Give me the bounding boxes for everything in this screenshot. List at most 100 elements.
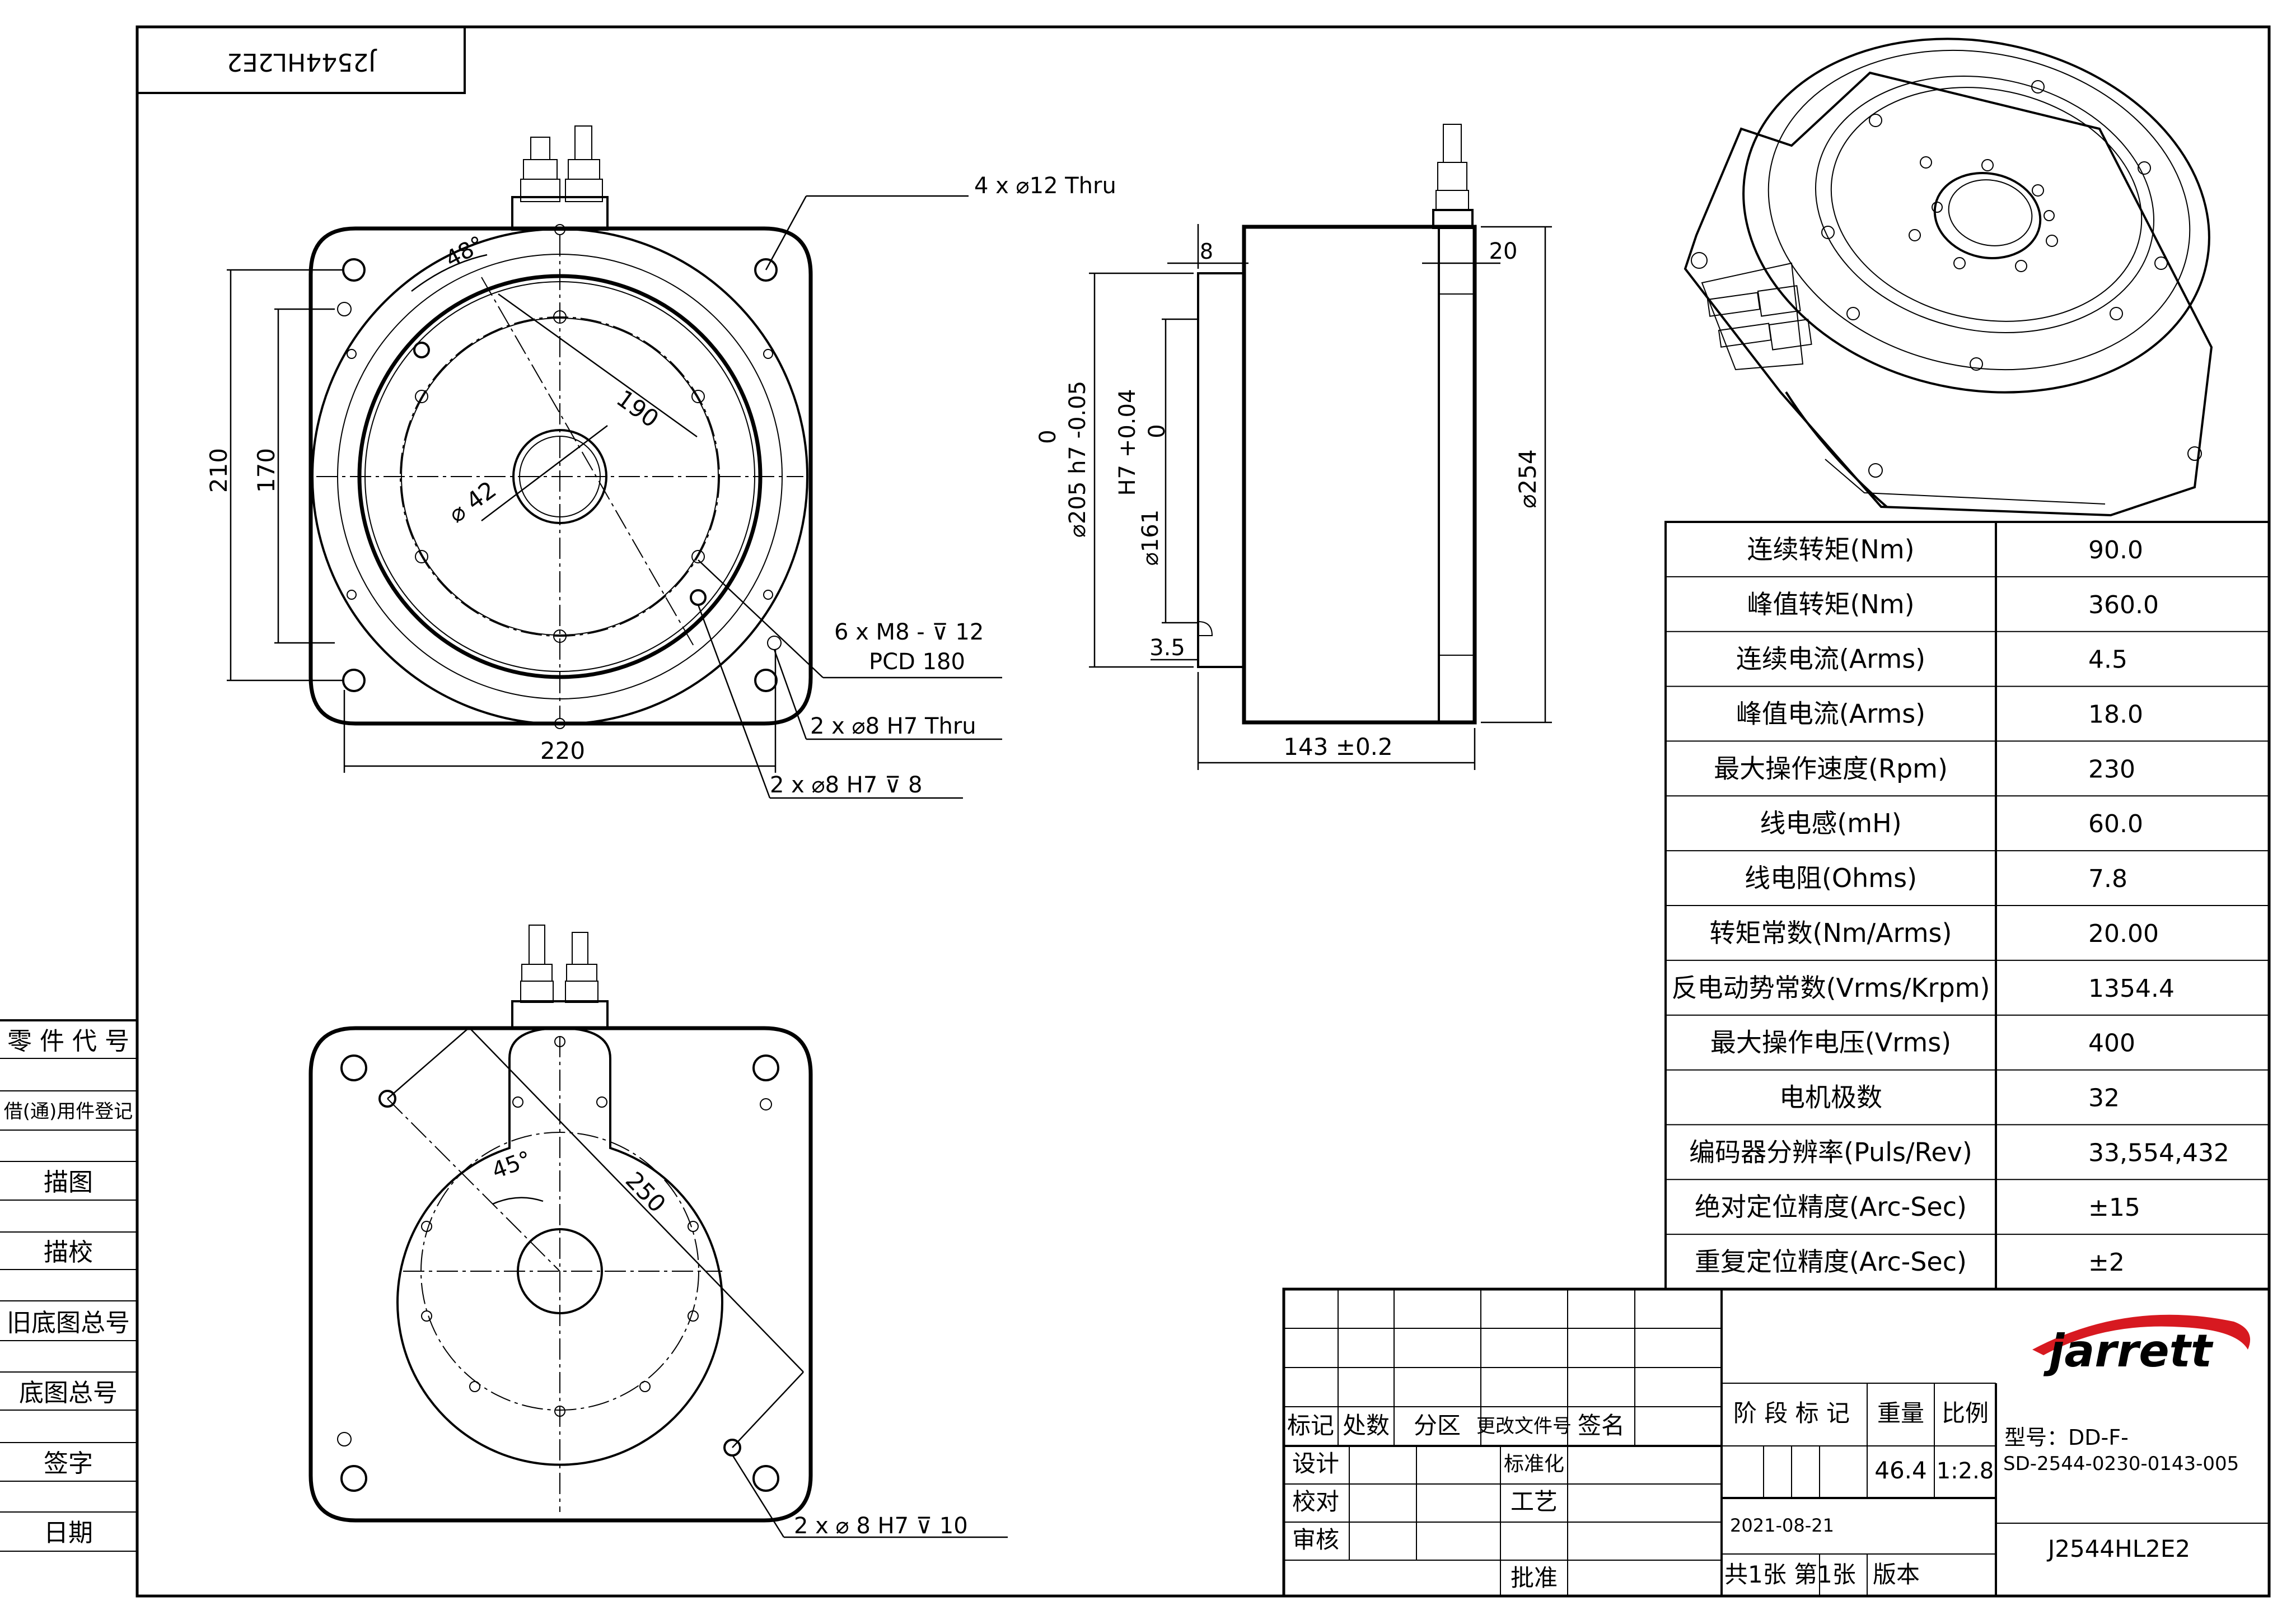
strip-borrow-register: 借(通)用件登记 <box>4 1100 133 1123</box>
tb-header-zone: 分区 <box>1414 1412 1461 1439</box>
spec-value: 1354.4 <box>2088 974 2175 1003</box>
spec-value: 90.0 <box>2088 536 2143 564</box>
dim-outer-254: ⌀254 <box>1514 449 1541 508</box>
dim-inner-tolerance-top: H7 +0.04 <box>1115 389 1140 496</box>
dim-flange-8: 8 <box>1200 239 1213 264</box>
spec-param: 编码器分辨率(Puls/Rev) <box>1689 1137 1972 1167</box>
dim-pilot-tolerance-top: 0 <box>1035 430 1061 444</box>
spec-param: 重复定位精度(Arc-Sec) <box>1695 1247 1967 1277</box>
strip-signature: 签字 <box>44 1449 93 1478</box>
brand-wordmark: jarrett <box>2043 1325 2214 1377</box>
dim-length-143: 143 ±0.2 <box>1283 733 1393 760</box>
tb-stage-label: 阶 段 标 记 <box>1733 1399 1850 1427</box>
side-flange <box>1438 226 1476 724</box>
spec-value: 18.0 <box>2088 701 2143 729</box>
dim-pcd-190: 190 <box>611 384 664 433</box>
tb-model-line1: 型号：DD-F- <box>2004 1425 2129 1450</box>
spec-value: 32 <box>2088 1084 2120 1113</box>
strip-trace-check: 描校 <box>44 1238 93 1267</box>
tb-header-signature: 签名 <box>1578 1412 1625 1439</box>
strip-base-number: 底图总号 <box>19 1379 118 1407</box>
tb-role-standardization: 标准化 <box>1504 1453 1564 1476</box>
spec-param: 最大操作电压(Vrms) <box>1710 1028 1951 1058</box>
front-flange-outline <box>308 226 813 726</box>
tb-scale-value: 1:2.8 <box>1937 1458 1994 1484</box>
tb-sheet: 共1张 第1张 <box>1724 1561 1856 1588</box>
mirrored-label: J2544HL2E2 <box>227 48 377 76</box>
spec-value: 360.0 <box>2088 591 2159 619</box>
strip-part-code: 零 件 代 号 <box>7 1027 129 1056</box>
strip-date: 日期 <box>44 1519 93 1547</box>
tb-date: 2021-08-21 <box>1730 1515 1834 1536</box>
spec-param: 转矩常数(Nm/Arms) <box>1710 918 1952 948</box>
strip-old-base-number: 旧底图总号 <box>7 1309 130 1337</box>
spec-value: ±15 <box>2088 1193 2140 1222</box>
strip-trace: 描图 <box>44 1168 93 1197</box>
dim-inner-tolerance-bottom: 0 <box>1144 424 1170 438</box>
spec-value: 33,554,432 <box>2088 1138 2229 1167</box>
callout-dowel-thru: 2 x ⌀8 H7 Thru <box>810 713 976 739</box>
callout-thru-holes: 4 x ⌀12 Thru <box>974 173 1116 199</box>
spec-value: 230 <box>2088 755 2135 783</box>
front-outer-diameter <box>311 228 808 725</box>
spec-value: ±2 <box>2088 1248 2125 1277</box>
dim-diagonal-250: 250 <box>620 1166 671 1218</box>
spec-param: 线电感(mH) <box>1760 808 1901 838</box>
tb-header-count: 处数 <box>1343 1412 1390 1439</box>
spec-param: 峰值转矩(Nm) <box>1747 589 1914 619</box>
tb-header-mark: 标记 <box>1287 1412 1334 1439</box>
tb-role-approve: 批准 <box>1511 1564 1558 1592</box>
dim-angle-rear: 45° <box>489 1146 535 1184</box>
rear-body-profile <box>396 1026 723 1466</box>
callout-dowel-depth-rear: 2 x ⌀ 8 H7 ⊽ 10 <box>794 1513 968 1539</box>
mirrored-label-box <box>136 26 466 94</box>
tb-role-process: 工艺 <box>1511 1488 1558 1515</box>
tb-role-design: 设计 <box>1292 1450 1339 1477</box>
dim-height-170: 170 <box>252 448 280 493</box>
tb-role-check: 校对 <box>1292 1488 1339 1515</box>
dim-inner-161: ⌀161 <box>1138 510 1163 566</box>
callout-pcd: PCD 180 <box>869 649 965 675</box>
rear-view <box>308 925 1008 1538</box>
tb-weight-value: 46.4 <box>1874 1457 1927 1484</box>
spec-param: 反电动势常数(Vrms/Krpm) <box>1672 973 1990 1003</box>
dim-height-210: 210 <box>205 448 232 493</box>
iso-housing-outline <box>1684 71 2213 517</box>
tb-model-line2: SD-2544-0230-0143-005 <box>2003 1453 2239 1475</box>
spec-param: 连续转矩(Nm) <box>1747 534 1914 564</box>
spec-param: 线电阻(Ohms) <box>1745 863 1917 893</box>
spec-value: 60.0 <box>2088 810 2143 838</box>
dim-pilot-205: ⌀205 h7 -0.05 <box>1065 381 1091 538</box>
tb-version-label: 版本 <box>1873 1561 1920 1588</box>
jarrett-logo: jarrett <box>2032 1314 2251 1377</box>
dim-step-3-5: 3.5 <box>1149 635 1185 661</box>
front-view <box>227 125 1002 799</box>
tb-role-review: 审核 <box>1292 1526 1339 1553</box>
tb-header-change-doc: 更改文件号 <box>1476 1415 1572 1438</box>
spec-param: 连续电流(Arms) <box>1736 644 1925 674</box>
dim-width-220: 220 <box>540 737 585 764</box>
tb-drawing-number: J2544HL2E2 <box>2046 1535 2190 1562</box>
spec-param: 峰值电流(Arms) <box>1736 699 1925 729</box>
spec-param: 电机极数 <box>1779 1082 1882 1113</box>
side-view <box>1089 124 1552 770</box>
isometric-view <box>1684 38 2213 517</box>
callout-dowel-depth-front: 2 x ⌀8 H7 ⊽ 8 <box>770 772 922 798</box>
side-body <box>1242 225 1477 725</box>
rear-flange-outline <box>308 1026 813 1523</box>
dim-flange-20: 20 <box>1489 239 1518 264</box>
spec-value: 4.5 <box>2088 646 2127 674</box>
side-pilot <box>1197 272 1245 668</box>
tb-weight-label: 重量 <box>1877 1399 1924 1427</box>
left-strip: 零 件 代 号 借(通)用件登记 描图 描校 旧底图总号 底图总号 签字 日期 <box>0 1019 137 1552</box>
spec-param: 最大操作速度(Rpm) <box>1714 753 1948 783</box>
tb-scale-label: 比例 <box>1942 1399 1989 1427</box>
spec-value: 20.00 <box>2088 920 2159 948</box>
title-block <box>1282 1287 2271 1598</box>
dim-angle-front: 48° <box>441 231 488 273</box>
spec-value: 7.8 <box>2088 865 2127 893</box>
iso-top-face <box>1742 38 2210 394</box>
spec-rows: 连续转矩(Nm) 90.0 峰值转矩(Nm) 360.0 连续电流(Arms) 4.5 峰值… <box>1666 534 2269 1277</box>
callout-threaded-holes: 6 x M8 - ⊽ 12 <box>834 619 984 645</box>
